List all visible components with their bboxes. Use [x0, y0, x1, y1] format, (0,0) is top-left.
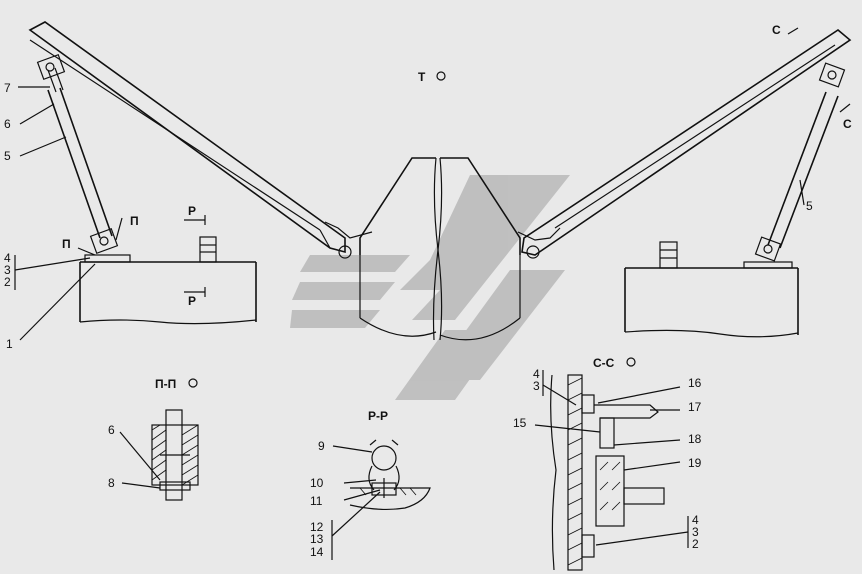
callout-14: 14: [310, 545, 324, 559]
right-tank: [624, 241, 799, 338]
callout-5a: 5: [4, 149, 11, 163]
callout-12: 12: [310, 520, 324, 534]
section-pp-detail: [151, 409, 199, 501]
callout-16: 16: [688, 376, 702, 390]
marker-c-right: С: [843, 117, 852, 131]
section-cc-detail: [550, 374, 665, 571]
callout-3b: 3: [533, 379, 540, 393]
watermark-logo: [290, 175, 570, 400]
callout-11: 11: [310, 494, 323, 508]
callout-4c: 4: [692, 513, 699, 527]
marker-p-right: П: [130, 214, 139, 228]
callout-13: 13: [310, 532, 324, 546]
callout-4a: 4: [4, 251, 11, 265]
center-frame: [359, 157, 521, 341]
marker-c-top: С: [772, 23, 781, 37]
callout-17: 17: [688, 400, 702, 414]
view-title-t: Т: [418, 70, 426, 84]
view-title-cc: С-С: [593, 356, 615, 370]
callout-8: 8: [108, 476, 115, 490]
callout-19: 19: [688, 456, 702, 470]
leader-lines: [14, 86, 805, 560]
marker-p-left: П: [62, 237, 71, 251]
left-tank: [79, 236, 257, 325]
marker-r-top: Р: [188, 204, 196, 218]
view-title-pp: П-П: [155, 377, 176, 391]
callout-3a: 3: [4, 263, 11, 277]
callout-9: 9: [318, 439, 325, 453]
callout-2c: 2: [692, 537, 699, 551]
callout-6a: 6: [4, 117, 11, 131]
view-title-rr: Р-Р: [368, 409, 388, 423]
callout-15: 15: [513, 416, 527, 430]
view-symbols: [188, 71, 636, 388]
left-main-beam: [28, 21, 373, 259]
section-rr-detail: [349, 439, 431, 511]
callout-18: 18: [688, 432, 702, 446]
callout-10: 10: [310, 476, 324, 490]
section-arrows: [77, 27, 851, 297]
right-support-strut: [754, 62, 846, 262]
callout-2a: 2: [4, 275, 11, 289]
callout-7: 7: [4, 81, 11, 95]
marker-r-bottom: Р: [188, 294, 196, 308]
right-main-beam: [517, 29, 852, 259]
callout-1: 1: [6, 337, 13, 351]
callout-6b: 6: [108, 423, 115, 437]
callout-4b: 4: [533, 367, 540, 381]
callout-3c: 3: [692, 525, 699, 539]
left-support-strut: [36, 54, 119, 254]
callout-5b: 5: [806, 199, 813, 213]
